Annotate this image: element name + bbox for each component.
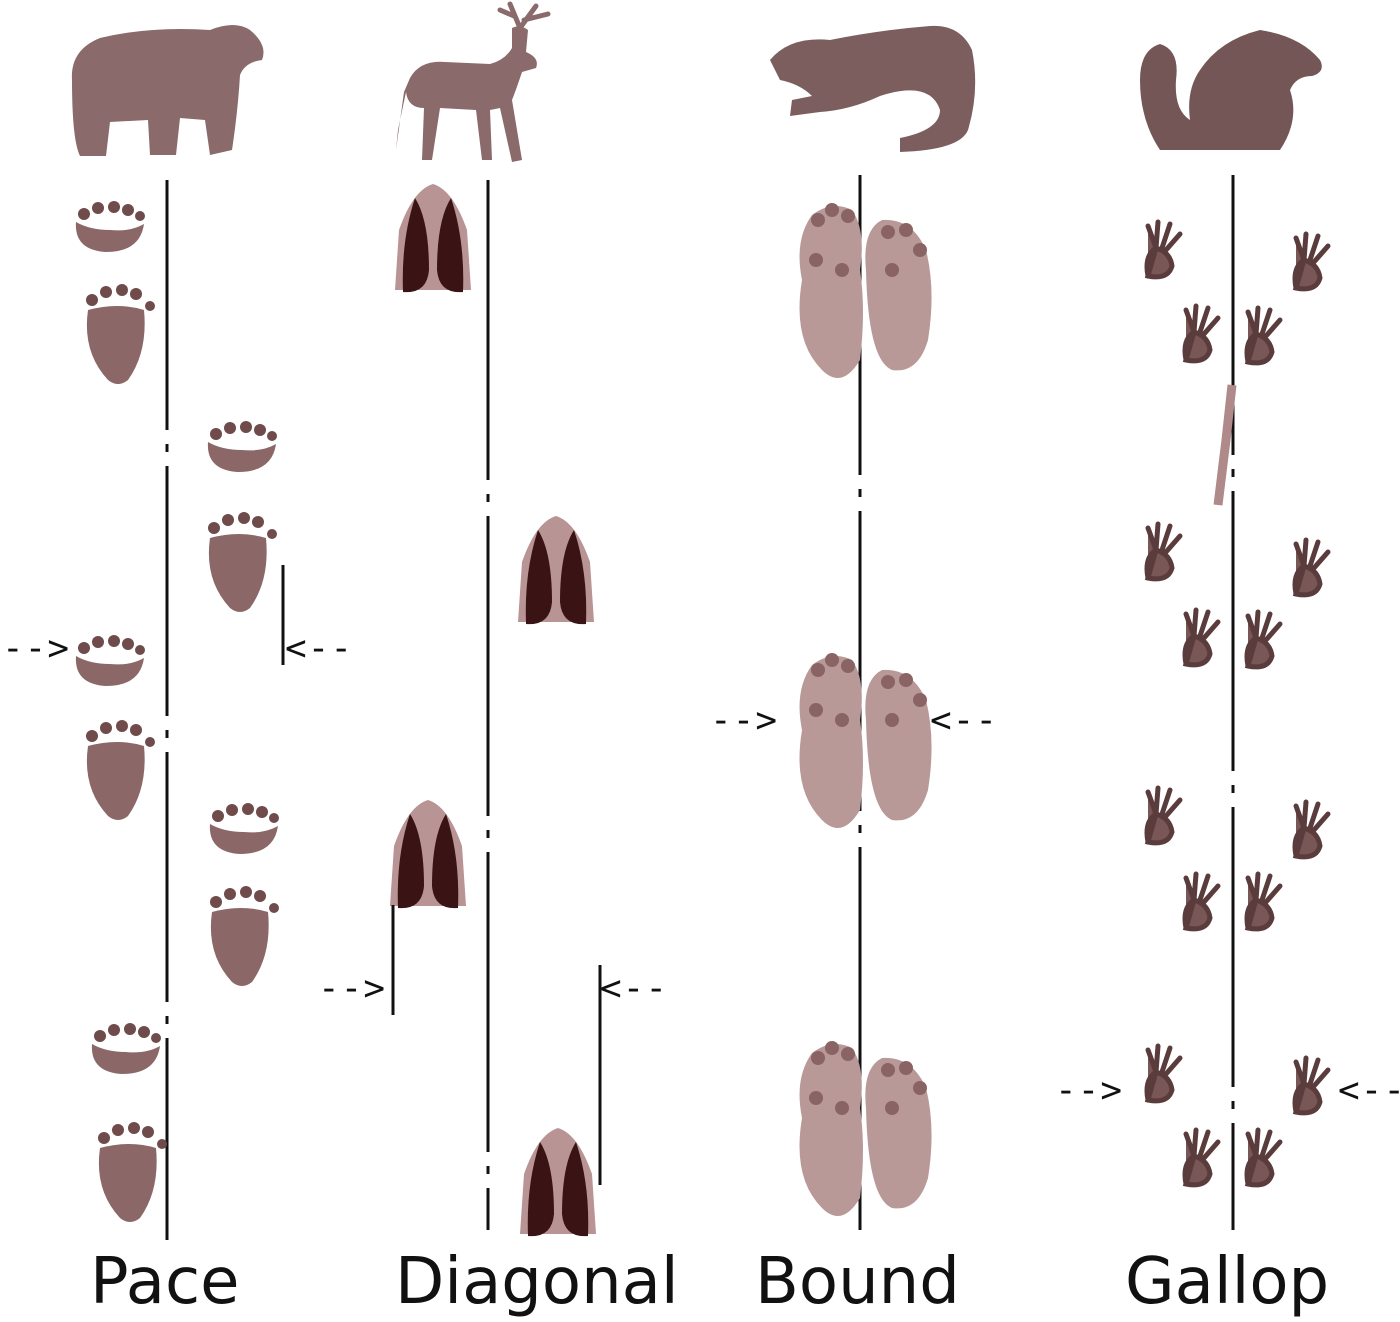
gallop-label: Gallop (1125, 1245, 1329, 1319)
diagonal-right-arrow: --> (318, 968, 386, 1009)
pace-right-arrow: --> (2, 628, 70, 669)
deer-icon (396, 4, 548, 162)
bound-left-arrow: <-- (930, 700, 998, 741)
diagonal-left-arrow: <-- (600, 968, 668, 1009)
pace-left-arrow: <-- (285, 628, 353, 669)
bound-right-arrow: --> (710, 700, 778, 741)
weasel-icon (770, 26, 975, 152)
bear-icon (72, 25, 264, 156)
pace-track (76, 201, 283, 1222)
squirrel-icon (1140, 30, 1322, 150)
bound-track (800, 203, 932, 1216)
gallop-left-arrow: <-- (1338, 1070, 1400, 1111)
pace-label: Pace (90, 1245, 240, 1319)
bound-label: Bound (755, 1245, 960, 1319)
diagonal-track (390, 184, 600, 1236)
track-patterns-svg (0, 0, 1400, 1240)
gallop-right-arrow: --> (1055, 1070, 1123, 1111)
diagonal-label: Diagonal (395, 1245, 679, 1319)
gallop-track (1147, 222, 1328, 1185)
